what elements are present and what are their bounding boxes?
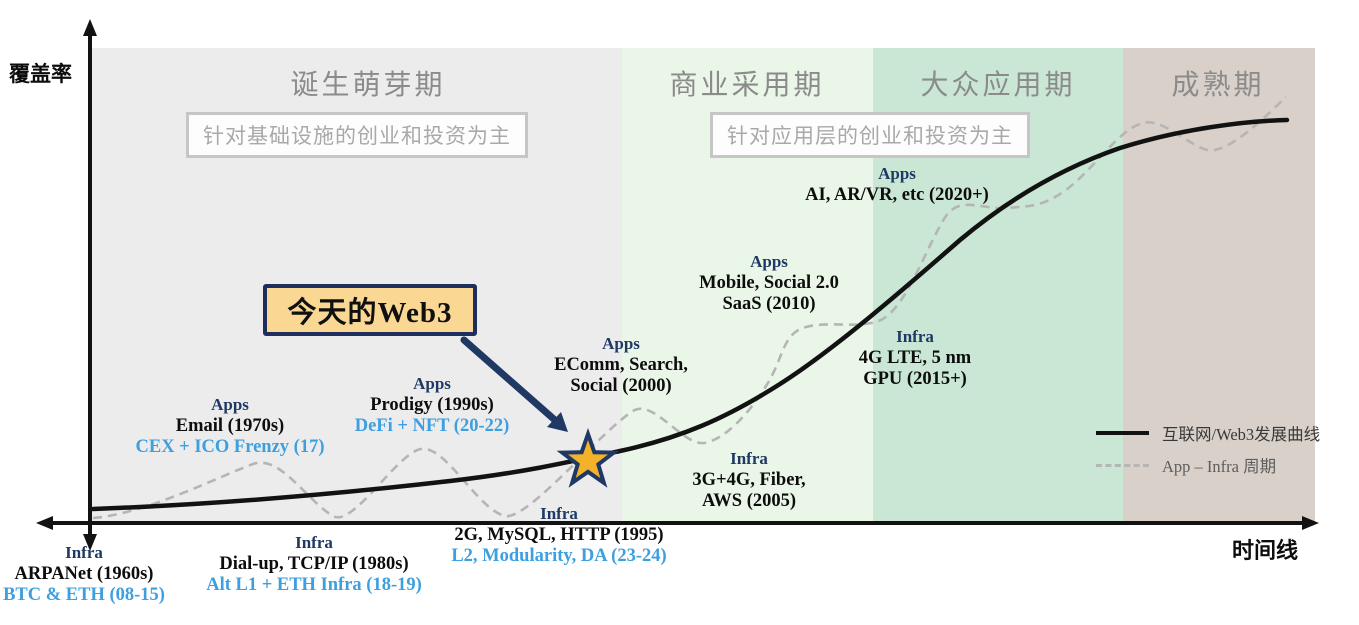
x-axis-title: 时间线 xyxy=(1232,538,1299,563)
phase-title-maturity: 成熟期 xyxy=(1171,70,1265,101)
layer-label: Infra xyxy=(896,327,934,346)
layer-label: Apps xyxy=(413,374,451,393)
legend-cycle-label: App – Infra 周期 xyxy=(1162,457,1277,476)
web3-label: BTC & ETH (08-15) xyxy=(3,585,165,605)
app-infra-cycle-line xyxy=(92,96,1287,520)
phase-title-incubation: 诞生萌芽期 xyxy=(290,70,446,101)
internet-label: 2G, MySQL, HTTP (1995) xyxy=(454,524,664,545)
layer-label: Apps xyxy=(211,395,249,414)
web3-label: L2, Modularity, DA (23-24) xyxy=(451,546,667,566)
layer-label: Infra xyxy=(730,449,768,468)
dashed-line-sample-icon xyxy=(1096,463,1149,467)
internet-label: Email (1970s) xyxy=(175,415,285,436)
layer-label: Apps xyxy=(878,164,916,183)
layer-label: Infra xyxy=(295,533,333,552)
milestone-email: Apps Email (1970s) CEX + ICO Frenzy (17) xyxy=(135,394,324,459)
milestone-dialup: Infra Dial-up, TCP/IP (1980s) Alt L1 + E… xyxy=(206,532,422,597)
phase-title-commercial: 商业采用期 xyxy=(669,70,825,101)
layer-label: Apps xyxy=(750,252,788,271)
x-axis-right-arrow-icon xyxy=(1302,516,1319,530)
solid-line-sample-icon xyxy=(1096,431,1149,435)
milestone-infra-2015: Infra 4G LTE, 5 nm GPU (2015+) xyxy=(859,326,971,391)
internet-label: Prodigy (1990s) xyxy=(370,394,494,415)
phase-title-mass: 大众应用期 xyxy=(920,70,1076,101)
y-axis-bottom-arrow-icon xyxy=(83,534,97,551)
web3-label: DeFi + NFT (20-22) xyxy=(354,416,510,436)
y-axis-title: 覆盖率 xyxy=(9,62,72,86)
growth-curve-line xyxy=(90,117,1290,512)
today-web3-label: 今天的Web3 xyxy=(287,297,453,329)
today-star-icon xyxy=(556,428,620,488)
highlight-arrowhead-icon xyxy=(547,412,568,432)
layer-label: Infra xyxy=(65,543,103,562)
layer-label: Apps xyxy=(602,334,640,353)
internet-label: Mobile, Social 2.0 xyxy=(699,272,839,293)
milestone-mobile-2010: Apps Mobile, Social 2.0 SaaS (2010) xyxy=(699,251,839,316)
milestone-infra-2005: Infra 3G+4G, Fiber, AWS (2005) xyxy=(692,448,805,513)
internet-label: AI, AR/VR, etc (2020+) xyxy=(805,184,989,205)
internet-label: EComm, Search, xyxy=(554,354,688,375)
today-web3-box: 今天的Web3 xyxy=(263,284,477,336)
web3-label: Alt L1 + ETH Infra (18-19) xyxy=(206,575,422,595)
internet-label-2: AWS (2005) xyxy=(701,491,797,511)
milestone-arpanet: Infra ARPANet (1960s) BTC & ETH (08-15) xyxy=(3,542,165,607)
legend-item-growth: 互联网/Web3发展曲线 xyxy=(1096,417,1320,449)
internet-label: ARPANet (1960s) xyxy=(14,563,154,584)
layer-label: Infra xyxy=(540,504,578,523)
milestone-infra-1995: Infra 2G, MySQL, HTTP (1995) L2, Modular… xyxy=(451,503,666,568)
y-axis-top-arrow-icon xyxy=(83,19,97,36)
callout-infra-focus: 针对基础设施的创业和投资为主 xyxy=(186,112,528,158)
web3-label: CEX + ICO Frenzy (17) xyxy=(135,437,325,457)
internet-label: 3G+4G, Fiber, xyxy=(692,469,806,490)
internet-label-2: SaaS (2010) xyxy=(722,294,816,314)
milestone-ai-2020: Apps AI, AR/VR, etc (2020+) xyxy=(805,163,989,206)
highlight-arrow-line xyxy=(460,336,560,425)
milestone-prodigy: Apps Prodigy (1990s) DeFi + NFT (20-22) xyxy=(355,373,510,438)
legend: 互联网/Web3发展曲线 App – Infra 周期 xyxy=(1096,417,1320,481)
internet-label: Dial-up, TCP/IP (1980s) xyxy=(219,553,409,574)
legend-item-cycle: App – Infra 周期 xyxy=(1096,449,1320,481)
milestone-ecomm-2000: Apps EComm, Search, Social (2000) xyxy=(554,333,688,398)
callout-app-focus: 针对应用层的创业和投资为主 xyxy=(710,112,1030,158)
internet-label: 4G LTE, 5 nm xyxy=(858,347,972,368)
internet-label-2: GPU (2015+) xyxy=(863,369,967,389)
legend-growth-label: 互联网/Web3发展曲线 xyxy=(1162,425,1321,444)
star-inner xyxy=(568,440,608,478)
x-axis-left-arrow-icon xyxy=(36,516,53,530)
internet-label-2: Social (2000) xyxy=(570,376,672,396)
